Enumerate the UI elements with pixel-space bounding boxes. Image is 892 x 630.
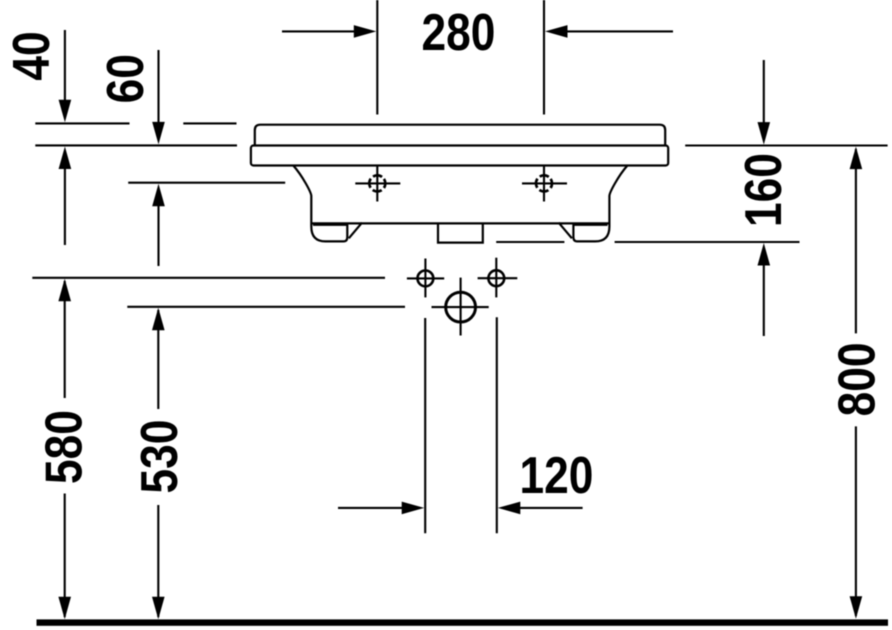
svg-text:530: 530 — [131, 420, 189, 494]
svg-text:800: 800 — [828, 342, 886, 416]
svg-text:120: 120 — [520, 447, 594, 505]
svg-text:580: 580 — [35, 410, 93, 484]
svg-text:60: 60 — [97, 54, 155, 103]
svg-text:280: 280 — [421, 4, 495, 62]
svg-text:160: 160 — [735, 153, 793, 227]
svg-text:40: 40 — [3, 31, 61, 80]
